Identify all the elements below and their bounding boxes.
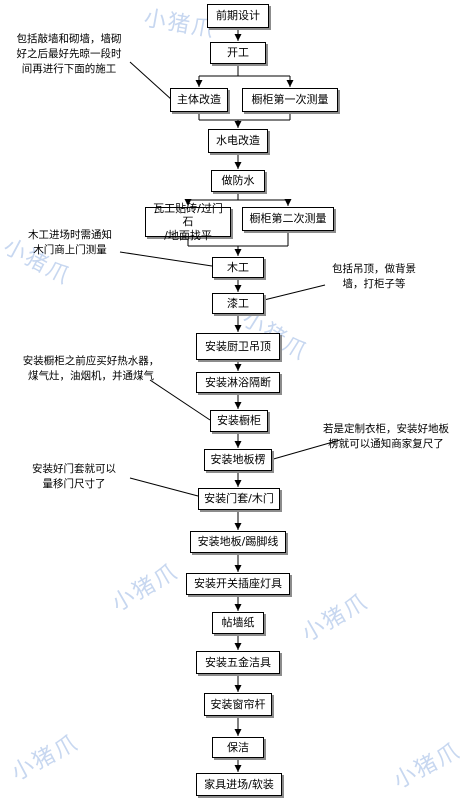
step-design: 前期设计 [207,4,269,28]
note-wood-door-notice: 木工进场时需通知 木门商上门测量 [28,229,112,257]
step-tiling: 瓦工贴砖/过门石 /地面找平 [145,202,231,242]
step-carpentry: 木工 [212,257,264,278]
step-start: 开工 [210,42,266,64]
step-cabinet-measure-1: 橱柜第一次测量 [242,88,338,112]
note-custom-wardrobe: 若是定制衣柜，安装好地板 楞就可以通知商家复尺了 [323,423,449,451]
step-plumbing-electric: 水电改造 [208,129,268,153]
step-cleaning: 保洁 [212,737,264,758]
step-cabinet-measure-2: 橱柜第二次测量 [242,207,334,231]
step-waterproof: 做防水 [211,170,265,192]
note-before-cabinet: 安装橱柜之前应买好热水器， 煤气灶，油烟机，并通煤气 [22,355,160,383]
step-main-modification: 主体改造 [170,88,228,112]
step-wallpaper: 帖墙纸 [212,612,264,634]
step-floor-baseboard: 安装地板/踢脚线 [190,531,286,553]
step-door-frame: 安装门套/木门 [198,488,280,510]
step-painting: 漆工 [212,293,264,314]
step-switch-lighting: 安装开关插座灯具 [186,573,290,595]
step-cabinet-install: 安装橱柜 [210,410,268,432]
step-curtain-rod: 安装窗帘杆 [204,693,272,716]
note-door-frame-tip: 安装好门套就可以 量移门尺寸了 [32,463,116,491]
step-shower-partition: 安装淋浴隔断 [196,372,280,393]
note-paint-scope: 包括吊顶，做背景 墙，打柜子等 [332,263,416,291]
step-hardware: 安装五金洁具 [196,651,280,674]
note-wall-demolition: 包括敲墙和砌墙，墙砌 好之后最好先晾一段时 间再进行下面的施工 [16,33,122,76]
step-kitchen-ceiling: 安装厨卫吊顶 [196,333,280,360]
step-floor-keel: 安装地板楞 [204,449,272,471]
step-furniture: 家具进场/软装 [196,773,282,796]
